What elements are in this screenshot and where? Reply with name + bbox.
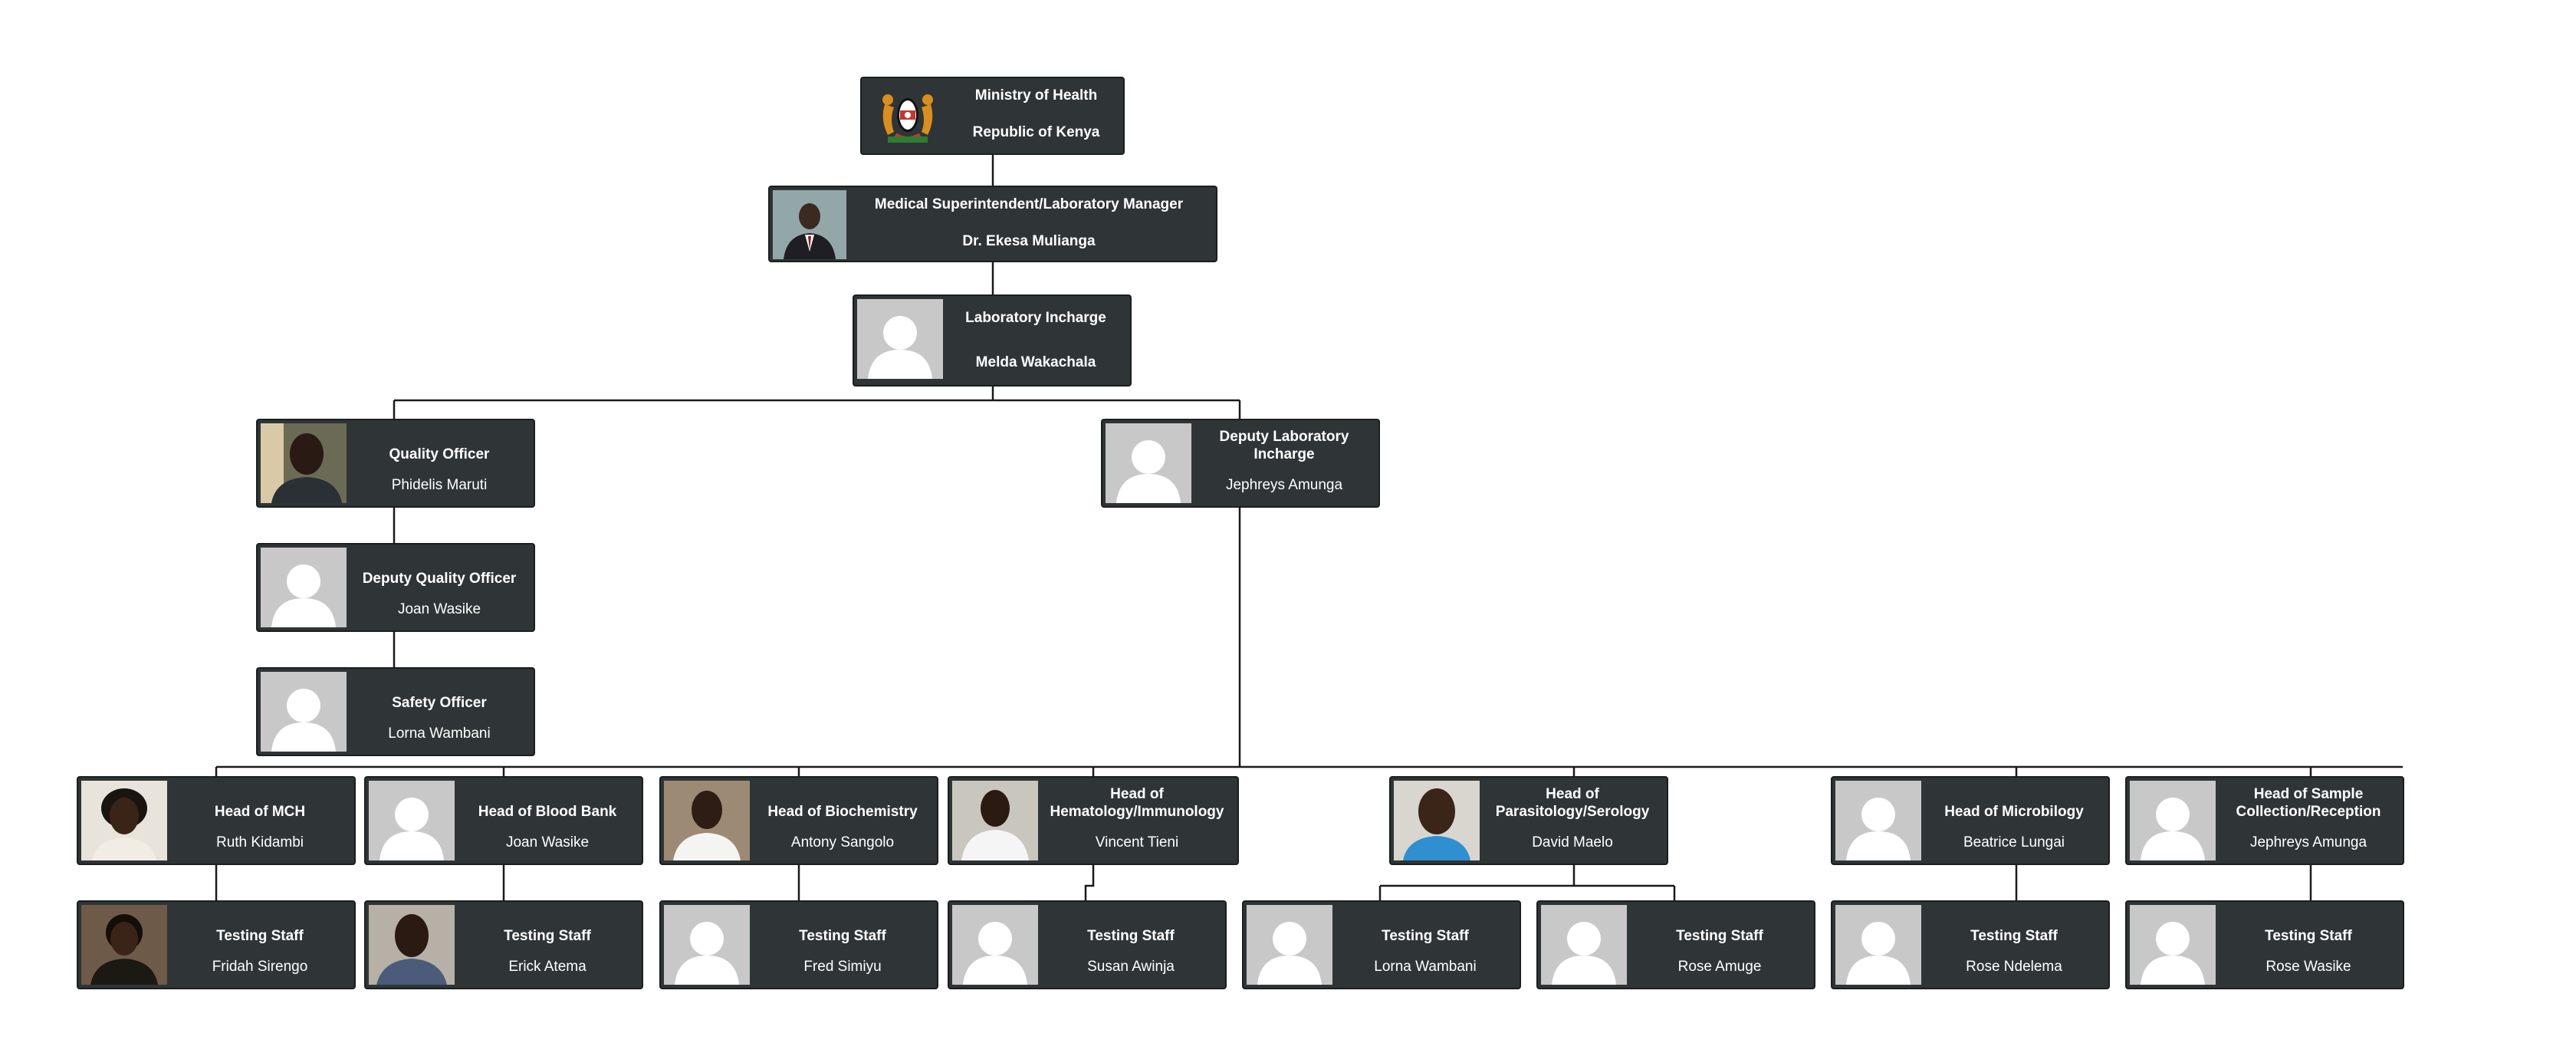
node-title: Testing Staff xyxy=(504,928,591,944)
node-name: Beatrice Lungai xyxy=(1963,834,2065,851)
avatar-placeholder-icon xyxy=(1835,781,1921,860)
person-photo-icon xyxy=(1394,781,1480,860)
org-node-testing-staff[interactable]: Testing Staff Rose Amuge xyxy=(1536,900,1815,989)
avatar-placeholder-icon xyxy=(2130,781,2216,860)
node-title: Quality Officer xyxy=(389,446,490,462)
node-name: David Maelo xyxy=(1532,834,1613,851)
node-title: Head of Parasitology/Serology xyxy=(1495,786,1650,820)
org-node-head-of-mch[interactable]: Head of MCH Ruth Kidambi xyxy=(77,776,356,865)
node-title: Head of Blood Bank xyxy=(478,804,617,820)
node-name: Lorna Wambani xyxy=(388,725,491,742)
node-title: Medical Superintendent/Laboratory Manage… xyxy=(874,196,1184,212)
node-title: Laboratory Incharge xyxy=(965,310,1106,326)
avatar-placeholder-icon xyxy=(261,672,347,752)
org-node-head-of-hematology[interactable]: Head of Hematology/Immunology Vincent Ti… xyxy=(948,776,1239,865)
org-node-deputy-laboratory-incharge[interactable]: Deputy Laboratory Incharge Jephreys Amun… xyxy=(1101,419,1380,508)
node-name: Antony Sangolo xyxy=(790,834,895,851)
node-name: Jephreys Amunga xyxy=(2249,834,2367,851)
avatar-placeholder-icon xyxy=(261,548,347,627)
node-title: Testing Staff xyxy=(216,928,304,944)
node-title: Testing Staff xyxy=(1970,928,2058,944)
node-name: Fred Simiyu xyxy=(803,959,882,975)
org-node-quality-officer[interactable]: Quality Officer Phidelis Maruti xyxy=(256,419,535,508)
node-title: Safety Officer xyxy=(392,695,487,711)
org-node-head-of-sample-collection[interactable]: Head of Sample Collection/Reception Jeph… xyxy=(2125,776,2404,865)
node-title: Testing Staff xyxy=(2265,928,2352,944)
node-name: Erick Atema xyxy=(508,959,586,975)
kenya-coat-of-arms-icon xyxy=(865,81,951,152)
avatar-placeholder-icon xyxy=(1247,905,1332,985)
org-node-testing-staff[interactable]: Testing Staff Susan Awinja xyxy=(948,900,1227,989)
node-name: Susan Awinja xyxy=(1087,959,1175,975)
org-node-testing-staff[interactable]: Testing Staff Fred Simiyu xyxy=(659,900,938,989)
org-node-testing-staff[interactable]: Testing Staff Erick Atema xyxy=(364,900,643,989)
node-title: Head of Hematology/Immunology xyxy=(1050,786,1224,820)
org-node-head-of-microbiology[interactable]: Head of Microbilogy Beatrice Lungai xyxy=(1831,776,2110,865)
person-photo-icon xyxy=(773,190,846,259)
node-name: Phidelis Maruti xyxy=(391,477,488,493)
node-title: Deputy Quality Officer xyxy=(362,571,517,587)
node-title: Testing Staff xyxy=(799,928,886,944)
person-photo-icon xyxy=(81,781,167,860)
node-title: Testing Staff xyxy=(1087,928,1175,944)
node-name: Lorna Wambani xyxy=(1374,959,1477,975)
org-node-deputy-quality-officer[interactable]: Deputy Quality Officer Joan Wasike xyxy=(256,543,535,632)
org-node-head-of-biochemistry[interactable]: Head of Biochemistry Antony Sangolo xyxy=(659,776,938,865)
node-name: Jephreys Amunga xyxy=(1225,477,1343,493)
node-name: Dr. Ekesa Mulianga xyxy=(962,233,1096,249)
node-title: Head of MCH xyxy=(214,804,306,820)
node-name: Ruth Kidambi xyxy=(215,834,304,851)
org-node-laboratory-incharge[interactable]: Laboratory Incharge Melda Wakachala xyxy=(853,294,1132,387)
org-node-ministry-of-health[interactable]: Ministry of Health Republic of Kenya xyxy=(860,77,1125,155)
node-title: Ministry of Health xyxy=(974,87,1098,104)
org-node-head-of-blood-bank[interactable]: Head of Blood Bank Joan Wasike xyxy=(364,776,643,865)
node-title: Head of Biochemistry xyxy=(767,804,918,820)
person-photo-icon xyxy=(261,423,347,503)
node-title: Head of Sample Collection/Reception xyxy=(2236,786,2381,820)
node-name: Melda Wakachala xyxy=(975,354,1096,370)
node-name: Joan Wasike xyxy=(505,834,590,851)
avatar-placeholder-icon xyxy=(952,905,1038,985)
node-name: Rose Ndelema xyxy=(1966,959,2062,975)
node-title: Deputy Laboratory Incharge xyxy=(1219,429,1349,462)
avatar-placeholder-icon xyxy=(2130,905,2216,985)
person-photo-icon xyxy=(952,781,1038,860)
node-title: Testing Staff xyxy=(1676,928,1763,944)
avatar-placeholder-icon xyxy=(1106,423,1191,503)
avatar-placeholder-icon xyxy=(1835,905,1921,985)
person-photo-icon xyxy=(369,905,455,985)
avatar-placeholder-icon xyxy=(369,781,455,860)
org-node-head-of-parasitology[interactable]: Head of Parasitology/Serology David Mael… xyxy=(1389,776,1668,865)
org-node-safety-officer[interactable]: Safety Officer Lorna Wambani xyxy=(256,667,535,756)
avatar-placeholder-icon xyxy=(857,299,943,379)
node-title: Head of Microbilogy xyxy=(1944,804,2084,820)
node-title: Testing Staff xyxy=(1382,928,1469,944)
avatar-placeholder-icon xyxy=(1541,905,1627,985)
node-name: Rose Amuge xyxy=(1677,959,1762,975)
node-name: Vincent Tieni xyxy=(1095,834,1179,851)
person-photo-icon xyxy=(81,905,167,985)
org-node-testing-staff[interactable]: Testing Staff Rose Ndelema xyxy=(1831,900,2110,989)
org-node-testing-staff[interactable]: Testing Staff Fridah Sirengo xyxy=(77,900,356,989)
org-node-medical-superintendent[interactable]: Medical Superintendent/Laboratory Manage… xyxy=(768,186,1217,262)
node-name: Republic of Kenya xyxy=(972,124,1100,140)
node-name: Rose Wasike xyxy=(2266,959,2351,975)
person-photo-icon xyxy=(664,781,750,860)
node-name: Joan Wasike xyxy=(397,601,481,617)
avatar-placeholder-icon xyxy=(664,905,750,985)
org-node-testing-staff[interactable]: Testing Staff Rose Wasike xyxy=(2125,900,2404,989)
node-name: Fridah Sirengo xyxy=(212,959,308,975)
org-node-testing-staff[interactable]: Testing Staff Lorna Wambani xyxy=(1242,900,1521,989)
